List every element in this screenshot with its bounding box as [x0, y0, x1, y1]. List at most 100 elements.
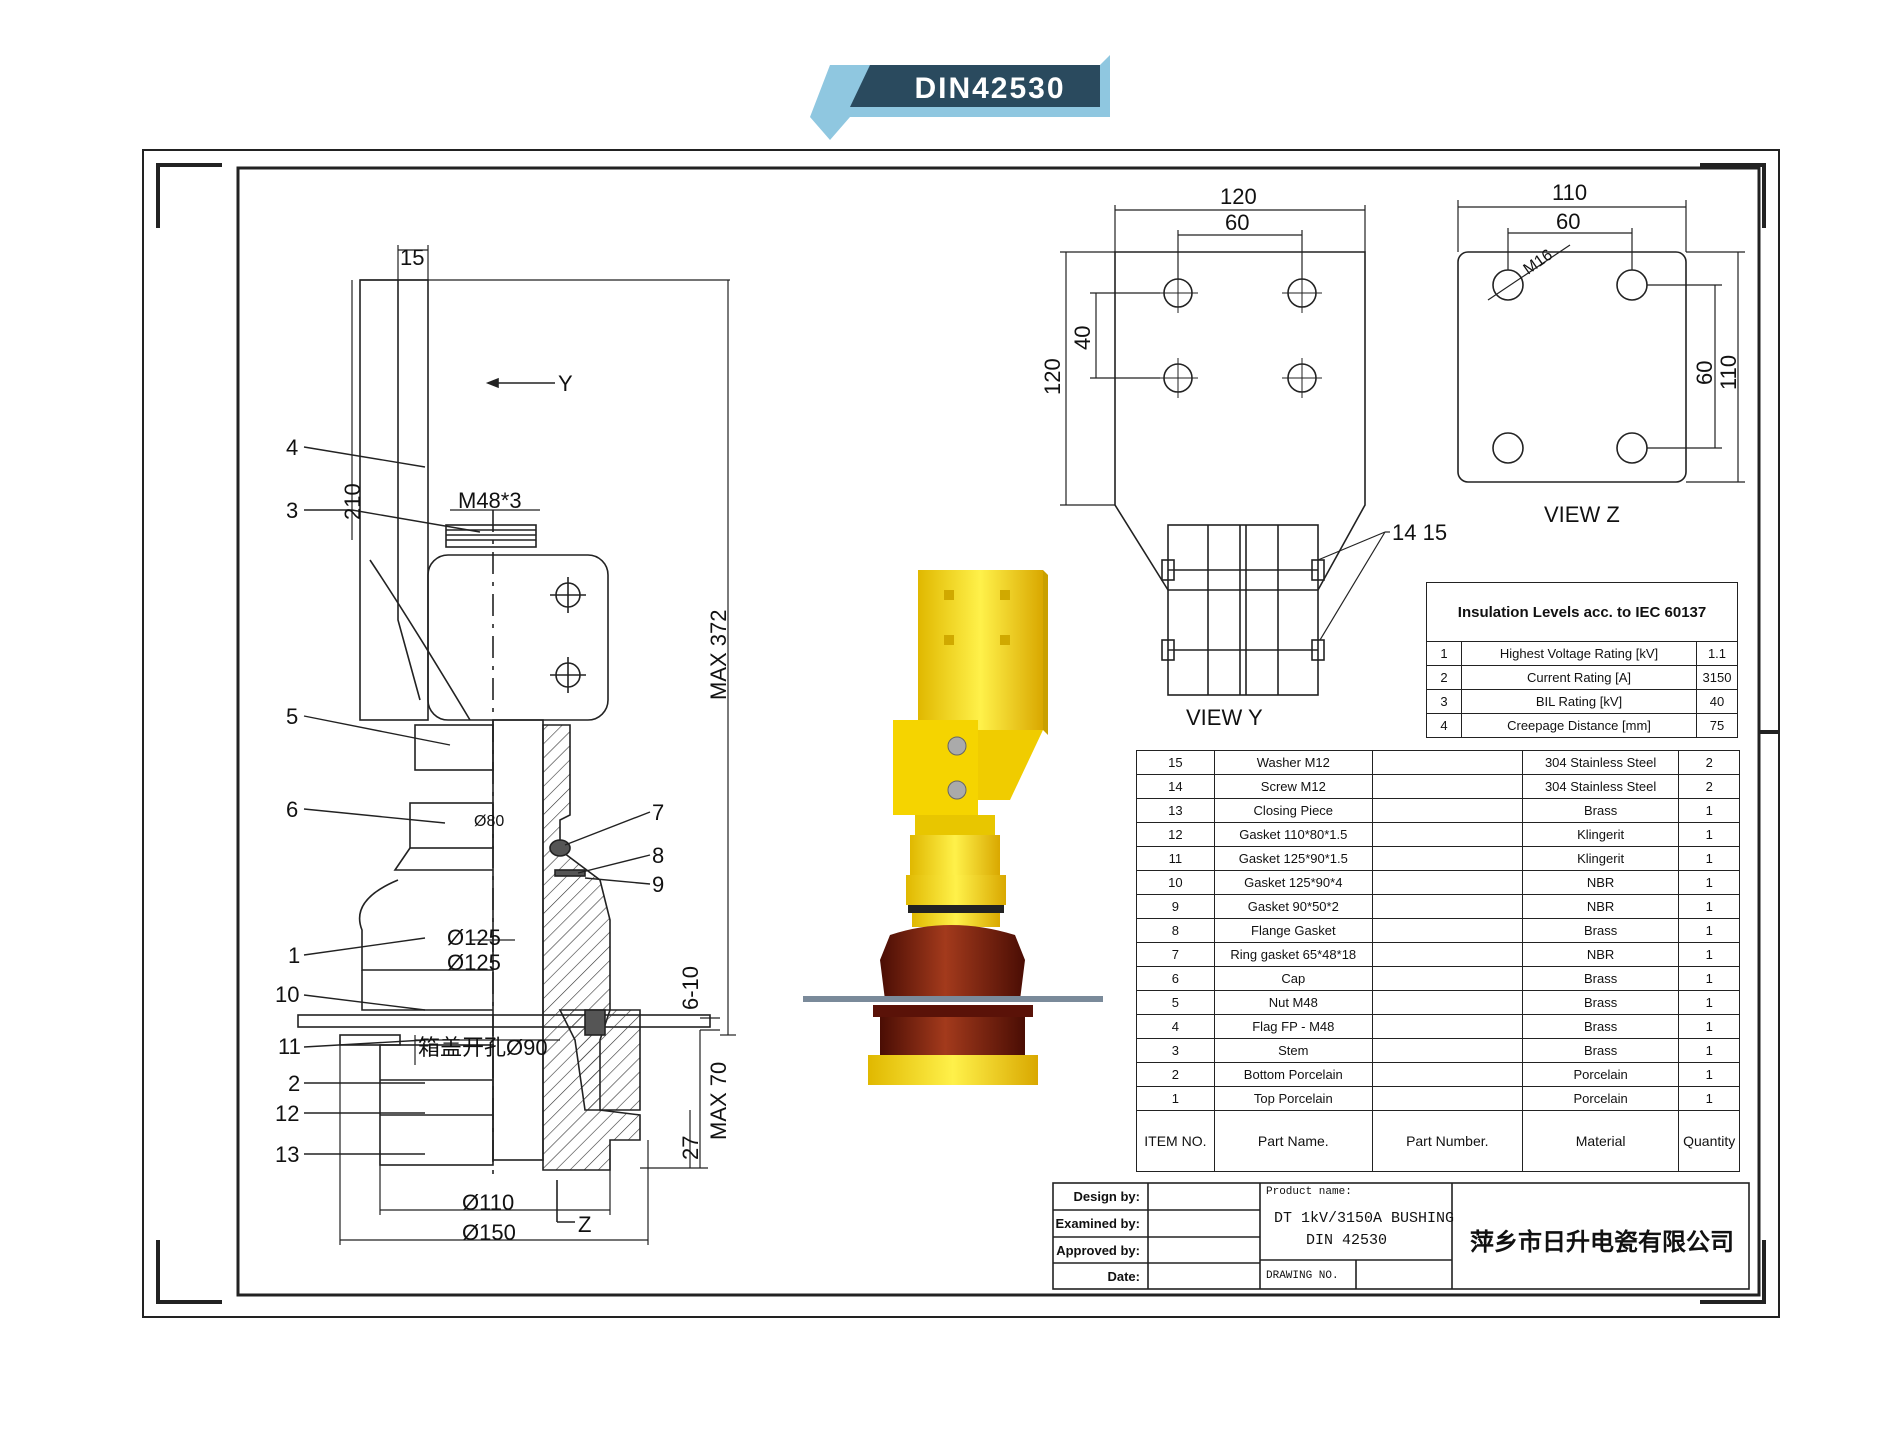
banner: DIN42530 [810, 55, 1110, 140]
leader-13: 13 [275, 1142, 299, 1167]
view-z-dim-110h: 110 [1716, 355, 1741, 390]
bushing-render [803, 570, 1103, 1085]
part-no: 8 [1136, 918, 1215, 943]
part-material: NBR [1521, 870, 1680, 895]
part-number [1371, 966, 1523, 991]
part-no: 7 [1136, 942, 1215, 967]
view-z-dim-110w: 110 [1552, 180, 1587, 205]
leader-8: 8 [652, 843, 664, 868]
part-no: 4 [1136, 1014, 1215, 1039]
view-z-dim-60h: 60 [1692, 361, 1717, 385]
part-qty: 1 [1678, 846, 1740, 871]
table-row: 1 Highest Voltage Rating [kV] 1.1 [1426, 641, 1738, 666]
cover-hole-note: 箱盖开孔Ø90 [418, 1035, 548, 1060]
view-y-callout: 14 15 [1392, 520, 1447, 545]
part-number [1371, 918, 1523, 943]
col-quantity: Quantity [1678, 1110, 1740, 1172]
part-qty: 1 [1678, 918, 1740, 943]
leader-2: 2 [288, 1071, 300, 1096]
part-qty: 1 [1678, 1014, 1740, 1039]
part-name: Closing Piece [1213, 798, 1373, 823]
part-material: Klingerit [1521, 822, 1680, 847]
part-qty: 1 [1678, 822, 1740, 847]
dim-d125b: Ø125 [447, 950, 501, 975]
dim-d80: Ø80 [474, 813, 504, 830]
part-name: Gasket 110*80*1.5 [1213, 822, 1373, 847]
ins-value: 40 [1696, 689, 1738, 714]
table-row: 2 Current Rating [A] 3150 [1426, 665, 1738, 690]
date-label: Date: [1107, 1269, 1140, 1284]
part-name: Bottom Porcelain [1213, 1062, 1373, 1087]
product-line-1: DT 1kV/3150A BUSHING [1274, 1210, 1455, 1227]
part-no: 1 [1136, 1086, 1215, 1111]
ins-no: 3 [1426, 689, 1462, 714]
dim-max372: MAX 372 [706, 610, 731, 701]
leader-11: 11 [278, 1034, 301, 1059]
product-line-2: DIN 42530 [1306, 1232, 1388, 1249]
col-item-no: ITEM NO. [1136, 1110, 1215, 1172]
ins-value: 1.1 [1696, 641, 1738, 666]
part-number [1371, 846, 1523, 871]
part-number [1371, 822, 1523, 847]
ins-name: Highest Voltage Rating [kV] [1461, 641, 1697, 666]
part-qty: 1 [1678, 1086, 1740, 1111]
part-number [1371, 894, 1523, 919]
part-no: 3 [1136, 1038, 1215, 1063]
drawing-no-label: DRAWING NO. [1266, 1270, 1339, 1282]
view-z-title: VIEW Z [1544, 502, 1620, 527]
part-material: Porcelain [1521, 1062, 1680, 1087]
approved-by-label: Approved by: [1056, 1243, 1140, 1258]
insulation-table: Insulation Levels acc. to IEC 60137 1 Hi… [1426, 582, 1738, 738]
section-labels: 15 210 M48*3 MAX 372 Ø80 Ø125 Ø125 箱盖开孔Ø… [275, 245, 731, 1245]
part-name: Stem [1213, 1038, 1373, 1063]
part-no: 5 [1136, 990, 1215, 1015]
part-no: 14 [1136, 774, 1215, 799]
part-name: Nut M48 [1213, 990, 1373, 1015]
dim-210: 210 [340, 483, 365, 520]
ins-no: 1 [1426, 641, 1462, 666]
part-material: Brass [1521, 1038, 1680, 1063]
part-name: Screw M12 [1213, 774, 1373, 799]
col-part-number: Part Number. [1371, 1110, 1523, 1172]
part-qty: 1 [1678, 990, 1740, 1015]
part-material: Brass [1521, 966, 1680, 991]
leader-7: 7 [652, 800, 664, 825]
part-material: Brass [1521, 990, 1680, 1015]
dim-max70: MAX 70 [706, 1062, 731, 1140]
part-name: Ring gasket 65*48*18 [1213, 942, 1373, 967]
view-y-dim-60w: 60 [1225, 210, 1249, 235]
company-name: 萍乡市日升电瓷有限公司 [1470, 1229, 1734, 1256]
part-number [1371, 1062, 1523, 1087]
drawing-frame [142, 149, 1780, 1318]
part-qty: 1 [1678, 1062, 1740, 1087]
part-name: Gasket 125*90*1.5 [1213, 846, 1373, 871]
part-material: Brass [1521, 1014, 1680, 1039]
part-no: 10 [1136, 870, 1215, 895]
part-qty: 1 [1678, 798, 1740, 823]
table-row: 4 Creepage Distance [mm] 75 [1426, 713, 1738, 738]
leader-lines [303, 446, 651, 1155]
title-block: Design by: Examined by: Approved by: Dat… [1052, 1182, 1750, 1290]
part-number [1371, 774, 1523, 799]
part-material: Brass [1521, 798, 1680, 823]
view-y [1060, 205, 1390, 696]
ins-no: 2 [1426, 665, 1462, 690]
part-number [1371, 1038, 1523, 1063]
part-qty: 1 [1678, 870, 1740, 895]
ins-no: 4 [1426, 713, 1462, 738]
dim-6-10: 6-10 [678, 966, 703, 1010]
ins-value: 75 [1696, 713, 1738, 738]
banner-title: DIN42530 [914, 72, 1065, 105]
section-dimensions [339, 245, 736, 1245]
arrow-y-label: Y [558, 371, 573, 396]
